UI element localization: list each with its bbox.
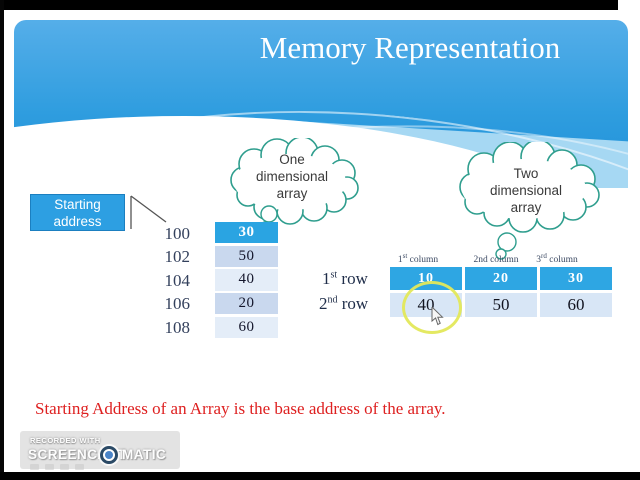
column-header-base: 2nd [473,255,488,266]
column-header-rest: column [487,255,519,266]
column-header-rest: column [546,255,578,266]
watermark-brand-matic: MATIC [122,447,167,462]
column-header-2: 2nd column [458,252,534,265]
letterbox-bottom-bar [0,472,640,480]
mini-icon [30,464,39,470]
column-header-sup: rd [541,252,547,260]
logo-dot [105,451,113,459]
cloud-two-shape [459,142,600,260]
two-d-cell: 30 [540,267,612,290]
row-label-rest: row [337,294,369,313]
starting-address-box: Starting address [30,194,125,231]
watermark-mini-icons [30,464,84,470]
highlight-circle-annotation [402,281,462,334]
cloud-one-line3: array [276,186,308,201]
cloud-two-line3: array [510,200,542,215]
one-d-cell: 20 [215,293,278,315]
watermark-recorded-with: RECORDED WITH [30,436,101,445]
one-d-cell: 50 [215,245,278,268]
cloud-one-line1: One [279,152,305,167]
two-d-cell: 20 [465,267,537,290]
table-row: 10 20 30 [390,267,612,290]
mouse-cursor-icon [431,307,444,326]
row-label-base: 1 [322,269,331,288]
one-d-array-table: 30 50 40 20 60 [215,222,278,340]
row-label-base: 2 [319,294,328,313]
cloud-two-line2: dimensional [489,183,563,198]
cloud-one-shape [230,138,359,231]
two-d-cell: 60 [540,293,612,317]
mini-icon [45,464,54,470]
starting-address-line2: address [53,214,102,229]
one-d-cell: 40 [215,269,278,291]
cloud-two-line1: Two [513,166,539,181]
row-label-sup: nd [327,294,338,306]
row-label-1: 1st row [322,269,368,289]
cloud-one-label: One dimensional array [234,151,350,202]
column-header-3: 3rd column [520,252,594,265]
one-d-cell: 60 [215,316,278,339]
starting-address-connector-line [130,195,167,229]
row-label-2: 2nd row [319,294,368,314]
letterbox-top-bar [0,0,618,10]
cloud-two-label: Two dimensional array [460,165,592,216]
row-label-sup: st [330,269,338,281]
mini-icon [75,464,84,470]
column-header-1: 1st column [380,252,456,265]
page-title: Memory Representation [259,30,561,65]
address-value: 106 [164,294,191,314]
address-value: 108 [164,317,191,337]
row-label-rest: row [337,269,368,288]
screencast-o-matic-logo-icon [100,446,118,464]
letterbox-left-strip [0,0,4,472]
address-value: 102 [164,247,191,267]
cloud-one-line2: dimensional [255,169,329,184]
one-d-cell: 30 [215,222,278,244]
column-header-base: 3 [536,255,542,266]
address-value: 104 [164,270,191,290]
two-d-cell: 50 [465,293,537,317]
slide-note-text: Starting Address of an Array is the base… [35,399,446,418]
address-column: 100 102 104 106 108 [130,222,191,339]
starting-address-line1: Starting [54,197,101,212]
column-header-sup: st [402,252,408,260]
mini-icon [60,464,69,470]
column-header-base: 1 [397,255,403,266]
column-header-rest: column [407,255,439,266]
address-value: 100 [164,224,191,243]
